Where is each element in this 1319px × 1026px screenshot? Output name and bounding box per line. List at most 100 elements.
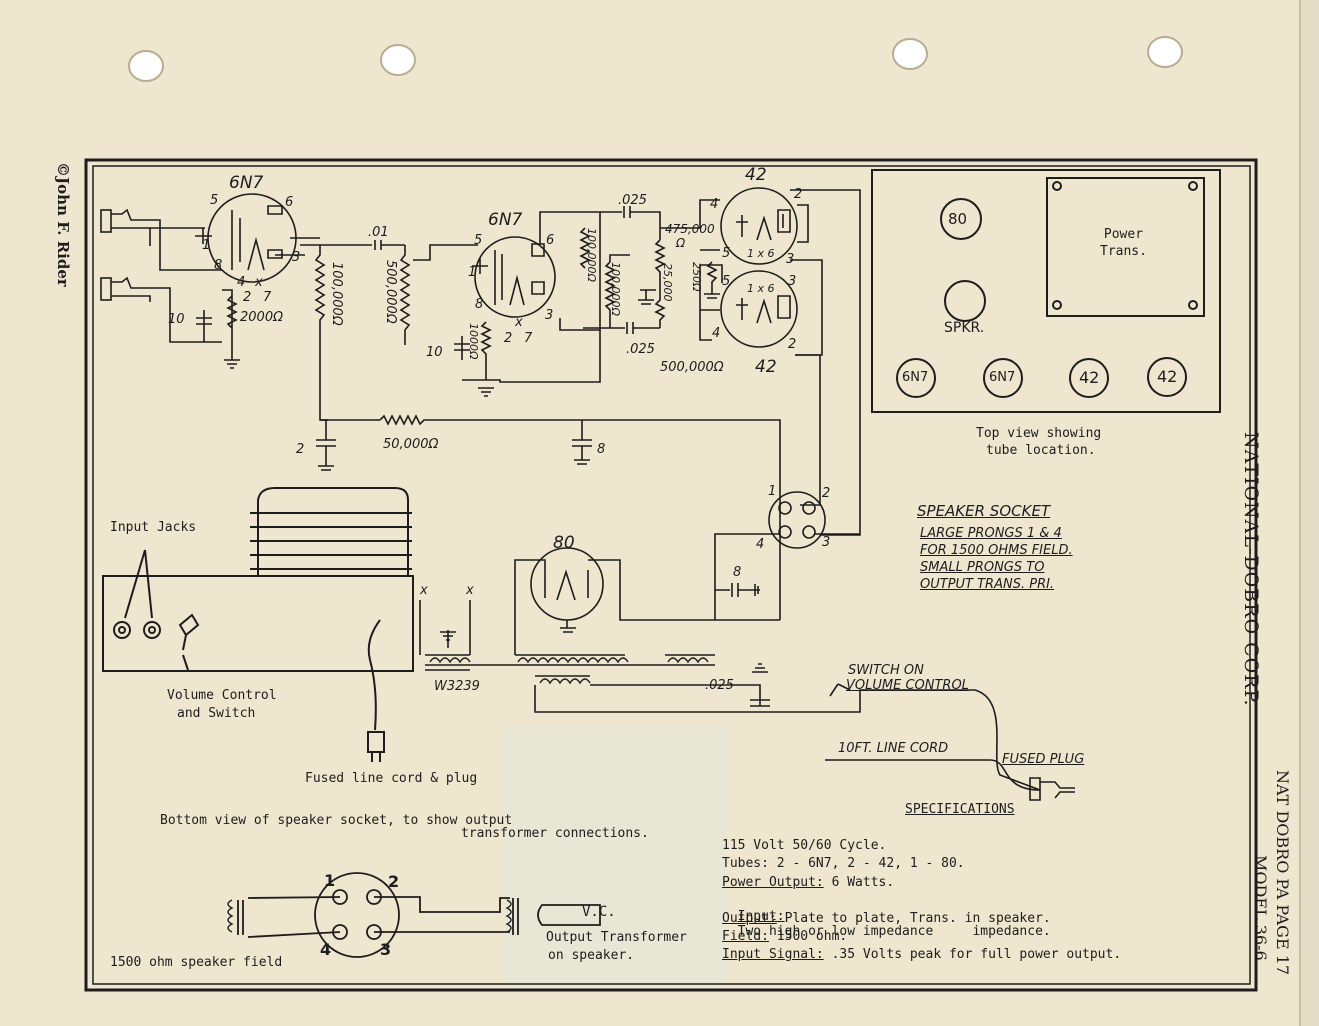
pin-label: 6 [285,195,294,210]
socket-pin: 1 [768,484,777,499]
speaker-socket-note: OUTPUT TRANS. PRI. [920,577,1055,592]
output-transformer-caption: on speaker. [548,948,635,963]
voice-coil-label: V.C. [582,904,616,920]
pin-label: 5 [474,233,483,248]
value-label: .025 [705,678,734,693]
value-label: 10 [426,345,443,360]
tube-42-top [720,187,798,265]
value-label: 25,000 [661,263,674,302]
spec-line: Output: Plate to plate, Trans. in speake… [722,911,1051,927]
pin-label: 5 [722,246,731,261]
power-transformer-label: Power Trans. [1100,227,1147,259]
spec-value: .35 Volts peak for full power output. [831,947,1122,962]
transformer-label: W3239 [434,679,480,694]
value-label: .01 [368,225,389,240]
bottom-view-caption: Bottom view of speaker socket, to show o… [160,813,513,828]
value-label: 100,000Ω [609,262,622,316]
pin-label: 1 x 6 [747,282,775,295]
spec-label: Power Output: [722,875,824,890]
pin-label: 5 [210,193,219,208]
value-label: 10 [168,312,185,327]
outer-frame [84,158,1258,992]
tube-6n7-2 [474,236,556,318]
pin-label: 2 [243,290,252,305]
spec-value: 2 - 6N7, 2 - 42, 1 - 80. [776,856,965,871]
volume-control-label: VOLUME CONTROL [846,678,969,693]
value-label: 2000Ω [240,310,284,325]
pin-label: 2 [794,187,803,202]
value-label: 100,000Ω [329,262,344,326]
pin-label: 3 [545,308,554,323]
paper-edge [1300,0,1319,1026]
spec-line: Input Signal: .35 Volts peak for full po… [722,947,1121,963]
value-label: 100,000Ω [585,228,598,282]
value-label: .025 [618,193,647,208]
spec-value: Plate to plate, Trans. in speaker. [784,911,1051,926]
specifications-title: SPECIFICATIONS [905,802,1015,817]
value-label: 475,000 [665,222,715,236]
value-label: 500,000Ω [660,360,724,375]
spec-label: Field: [722,929,769,944]
punch-holes [128,36,1183,82]
pin-label: 1 [468,265,477,280]
socket-pin: 4 [756,537,765,552]
value-label: 1000Ω [467,323,480,360]
spec-label: Input: [737,908,785,924]
pin-label: x [515,315,523,330]
pin-label: 3 [788,274,797,289]
company-name: NATIONAL-DOBRO CORP. [1240,432,1262,707]
spec-value: 6 Watts. [831,875,895,890]
pin-label: 7 [524,331,533,346]
tube-location-6n7: 6N7 [902,370,929,385]
spec-line: 115 Volt 50/60 Cycle. [722,838,887,853]
spec-line: Power Output: 6 Watts. [722,875,894,891]
spec-label: Tubes: [722,856,769,871]
pin-label: 2 [504,331,513,346]
value-label: 2 [296,442,305,457]
pin-label: 5 [722,274,731,289]
value-label: 8 [597,442,606,457]
tube-label: 42 [755,357,777,377]
tube-location-spkr: SPKR. [944,320,985,336]
speaker-field-caption: 1500 ohm speaker field [110,955,283,970]
speaker-socket-note: FOR 1500 OHMS FIELD. [920,543,1073,558]
tube-location-6n7: 6N7 [989,370,1016,385]
value-label: 8 [733,565,742,580]
pin-label: 3 [292,250,301,265]
copyright-text: ©John F. Rider [54,162,72,287]
tube-label: 80 [553,533,575,553]
tube-label: 6N7 [488,210,523,230]
chassis-drawing [102,487,414,762]
bottom-view-drawing [237,872,601,958]
spec-label: Input Signal: [722,947,824,962]
value-label: x [420,583,428,598]
top-view-caption: tube location. [986,443,1096,458]
volume-control-caption: Volume Control [167,688,277,703]
speaker-socket-title: SPEAKER SOCKET [917,502,1051,520]
bottom-view-caption: transformer connections. [461,826,649,841]
value-label: .025 [626,342,655,357]
output-transformer-caption: Output Transformer [546,930,687,945]
pin-label: 3 [786,252,795,267]
tube-label: 42 [745,165,767,185]
fused-plug-label: FUSED PLUG [1002,752,1085,767]
model-ref: MODEL 36-6 [1251,855,1270,961]
tube-location-42: 42 [1157,367,1178,386]
pin-label: 1 [202,238,211,253]
pin-label: 2 [788,337,797,352]
socket-pin: 2 [822,486,831,501]
bottom-socket-pin: 4 [320,940,332,959]
tube-location-42: 42 [1079,368,1100,387]
top-view-caption: Top view showing [976,426,1102,441]
value-label: 50,000Ω [383,437,439,452]
spec-label: Output: [722,911,777,926]
pin-label: x [255,275,263,290]
pin-label: 4 [237,275,246,290]
spec-line: Field: 1500 ohm. [722,929,847,945]
page-ref: NAT DOBRO PA PAGE 17 [1273,770,1292,976]
volume-control-caption: and Switch [177,706,256,721]
spec-line: Tubes: 2 - 6N7, 2 - 42, 1 - 80. [722,856,965,872]
speaker-socket-note: LARGE PRONGS 1 & 4 [920,526,1062,541]
